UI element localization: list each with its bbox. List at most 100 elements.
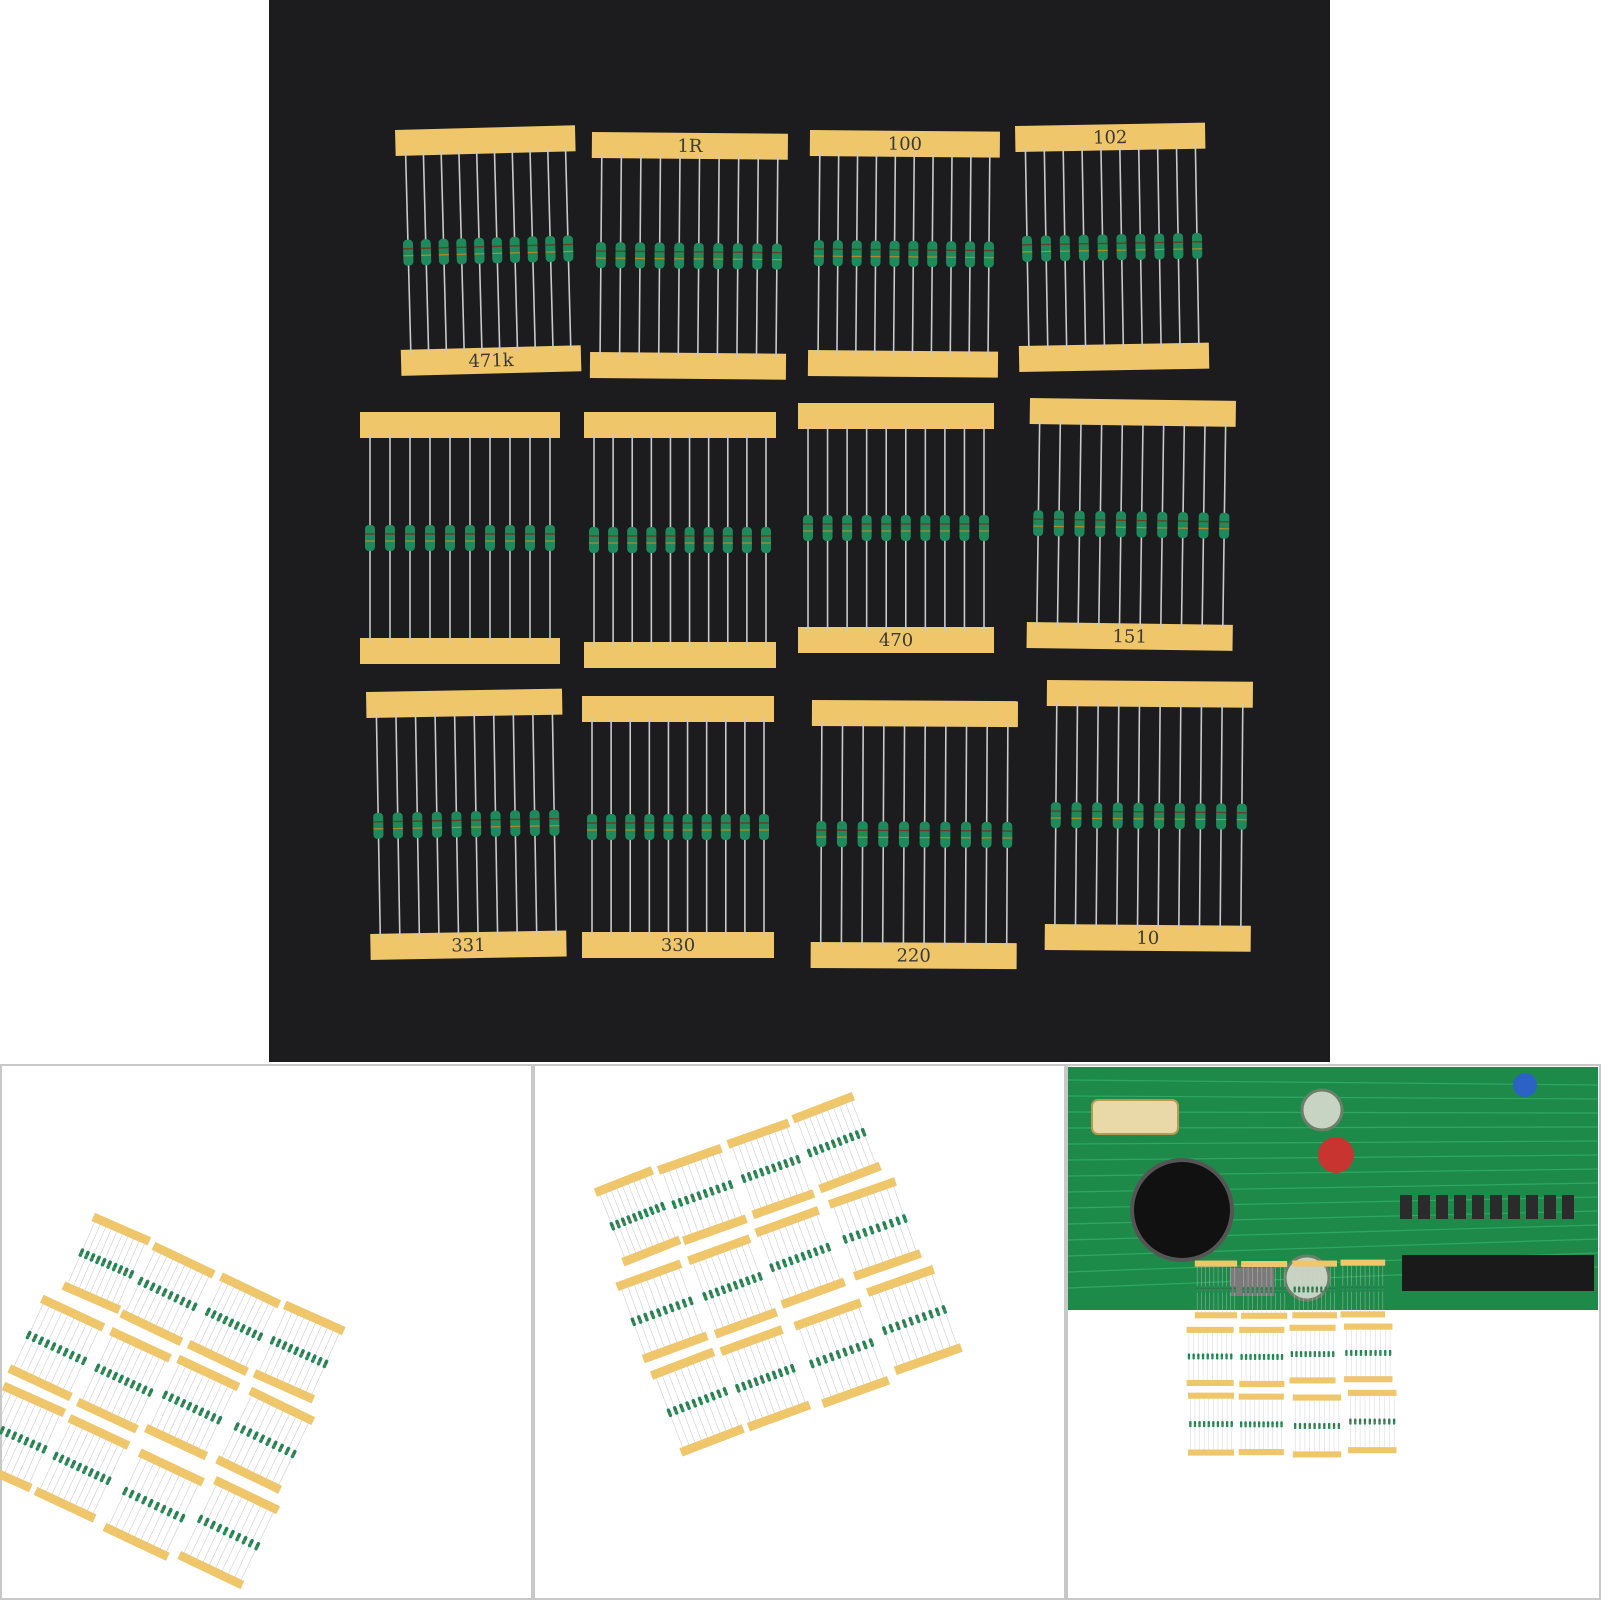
inductor-body	[1191, 232, 1203, 259]
inductor-body	[1271, 1353, 1275, 1360]
color-band	[254, 1433, 258, 1436]
color-band	[248, 1430, 252, 1433]
inductor-body	[1283, 1286, 1287, 1293]
inductor-body	[608, 527, 619, 553]
color-band	[256, 1544, 260, 1546]
inductor-body	[595, 242, 607, 269]
inductor-body	[788, 1256, 794, 1266]
inductor-body	[123, 1377, 130, 1386]
inductor-body	[525, 525, 535, 551]
color-band	[850, 1349, 854, 1352]
inductor-body	[881, 515, 892, 541]
inductor-body	[438, 238, 449, 265]
inductor-body	[703, 527, 714, 553]
color-band	[91, 1255, 95, 1258]
color-band	[820, 1148, 824, 1151]
inductor-body	[739, 814, 750, 840]
inductor-body	[806, 1148, 813, 1158]
inductor-body	[752, 243, 763, 270]
inductor-pack	[143, 1354, 241, 1461]
color-band	[686, 1405, 691, 1408]
inductor-body	[1293, 1422, 1297, 1430]
inductor-body	[713, 243, 724, 270]
color-band	[70, 1352, 74, 1355]
tape-top	[593, 1166, 655, 1197]
inductor-body	[684, 527, 695, 553]
color-band	[223, 1531, 227, 1533]
color-band	[270, 1340, 274, 1343]
tape-top	[615, 1259, 683, 1292]
inductor-body	[708, 1289, 714, 1299]
inductor-body	[254, 1541, 261, 1551]
color-band	[896, 1326, 900, 1328]
tape-bottom	[679, 1424, 745, 1457]
inductor-body	[842, 1234, 848, 1244]
inductor-body	[412, 812, 423, 839]
color-band	[716, 1391, 721, 1394]
color-band	[777, 1265, 781, 1268]
inductor-body	[1290, 1351, 1294, 1358]
inductor-body	[1136, 511, 1147, 538]
inductor-body	[1359, 1349, 1363, 1356]
capacitor-small	[1300, 1088, 1344, 1132]
color-band	[655, 1206, 659, 1209]
color-band	[680, 1408, 684, 1410]
inductor-body	[1302, 1286, 1305, 1293]
color-band	[783, 1263, 787, 1265]
tape-bottom	[61, 1281, 122, 1315]
inductor-body	[304, 1351, 311, 1361]
inductor-body	[1071, 802, 1082, 829]
inductor-body	[722, 1386, 729, 1396]
inductor-body	[1297, 1286, 1301, 1293]
tape-top	[108, 1326, 172, 1363]
inductor-body	[149, 1282, 156, 1292]
color-band	[728, 1287, 732, 1290]
color-band	[705, 1398, 709, 1401]
inductor-body	[1193, 1421, 1197, 1428]
inductor-body	[1021, 235, 1033, 262]
inductor-body	[128, 1269, 135, 1279]
color-band	[850, 1237, 854, 1239]
inductor-body	[882, 1221, 888, 1230]
inductor-body	[78, 1248, 85, 1257]
inductor-body	[228, 1529, 235, 1539]
inductor-body	[95, 1255, 101, 1265]
inductor-body	[625, 814, 636, 840]
color-band	[324, 1361, 328, 1364]
inductor-body	[1341, 1285, 1345, 1292]
inductor-body	[160, 1504, 167, 1514]
color-band	[667, 1410, 671, 1413]
inductor-body	[818, 1144, 825, 1153]
color-band	[0, 1428, 5, 1430]
inductor-body	[790, 1363, 796, 1373]
color-band	[161, 1509, 165, 1511]
inductor-body	[1189, 1421, 1192, 1428]
inductor-body	[1248, 1421, 1252, 1428]
inductor-body	[1221, 1286, 1224, 1293]
color-band	[106, 1480, 110, 1483]
tape-bottom	[584, 642, 776, 668]
color-band	[909, 1321, 914, 1323]
tape-top	[91, 1212, 152, 1246]
color-band	[168, 1509, 172, 1512]
color-band	[145, 1281, 149, 1284]
color-band	[135, 1497, 140, 1499]
tape-top	[793, 1298, 863, 1331]
inductor-body	[1154, 802, 1165, 829]
inductor-body	[490, 810, 501, 837]
color-band	[863, 1232, 867, 1235]
inductor-body	[1276, 1353, 1279, 1360]
thumbnail-row	[0, 1064, 1601, 1600]
inductor-body	[710, 1391, 716, 1401]
color-band	[182, 1401, 186, 1404]
transistor	[1472, 1195, 1484, 1219]
color-band	[690, 1195, 695, 1198]
color-band	[735, 1386, 740, 1388]
color-band	[25, 1438, 29, 1441]
inductor-body	[615, 1219, 621, 1229]
inductor-body	[795, 1154, 801, 1164]
color-band	[273, 1442, 277, 1445]
tape-top	[1239, 1326, 1285, 1333]
inductor-body	[549, 809, 560, 836]
